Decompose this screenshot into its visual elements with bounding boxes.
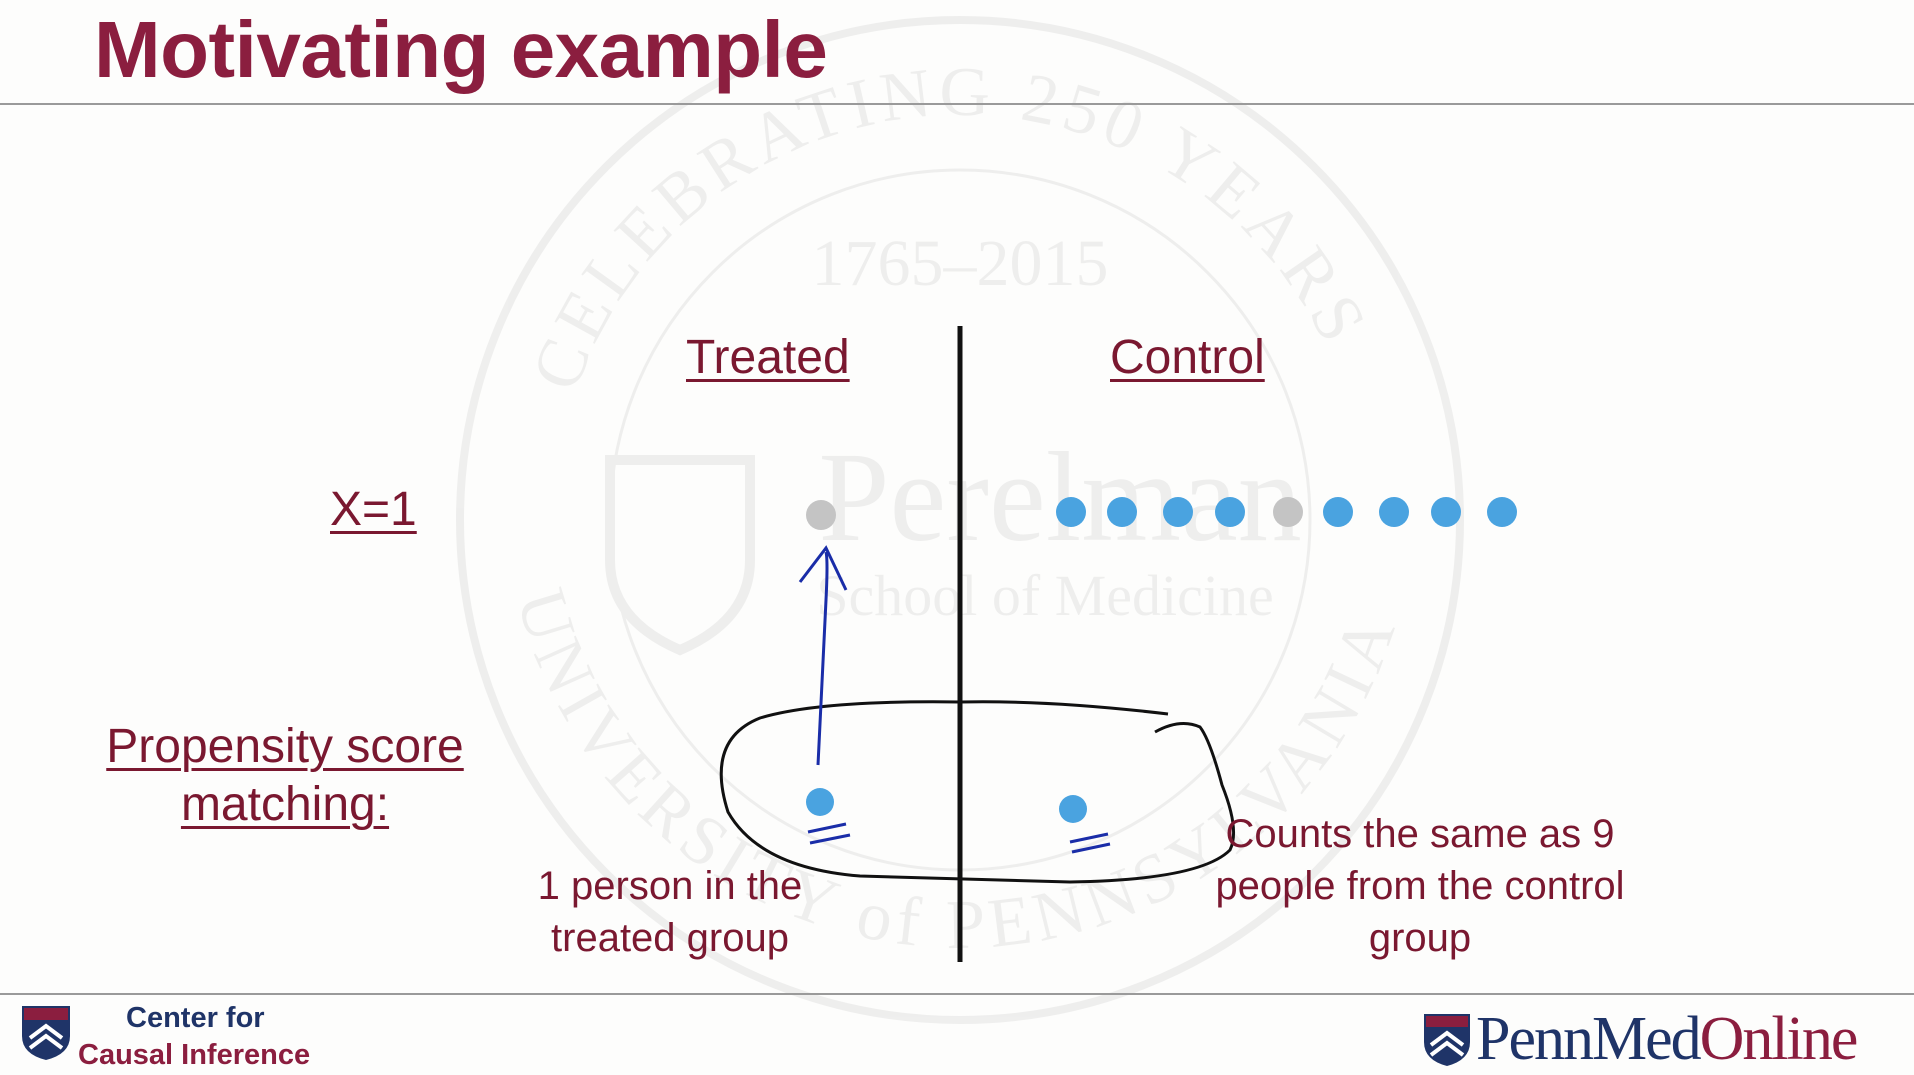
footer-divider [0,993,1914,995]
watermark-shield [605,455,755,656]
matched-pair-loop [719,700,1236,884]
pennmed-shield-icon [1424,1014,1470,1066]
footer-center-line1: Center for [126,1002,265,1034]
footer-center-line2: Causal Inference [78,1039,311,1071]
treated-point [806,500,836,530]
control-point [1487,497,1517,527]
treated-label: Treated [686,331,850,384]
control-note: Counts the same as 9 people from the con… [1215,812,1625,960]
control-point [1215,497,1245,527]
penn-shield-icon [22,1006,70,1060]
control-point [1273,497,1303,527]
control-point [1107,497,1137,527]
watermark-years: 1765–2015 [812,227,1109,300]
matched-control-point [1059,795,1087,823]
control-point [1323,497,1353,527]
matched-treated-point [806,788,834,816]
match-arrow [816,551,829,766]
footer-center-text: Center for Causal Inference [78,1000,310,1074]
control-points [1056,497,1517,527]
control-point [1163,497,1193,527]
equal-marks-control [1069,832,1111,854]
control-point [1056,497,1086,527]
logo-pennmed: PennMed [1476,1005,1702,1073]
propensity-score-label: Propensity score matching: [106,720,464,831]
watermark-school-sub: School of Medicine [816,563,1273,628]
match-arrowhead [798,545,848,591]
control-label: Control [1110,331,1265,384]
control-point [1431,497,1461,527]
watermark-school-name: Perelman [818,426,1301,568]
x-value-label: X=1 [330,483,417,536]
treated-points [806,500,836,530]
slide-title: Motivating example [94,5,828,94]
equal-marks-treated [807,822,851,845]
treated-note: 1 person in the treated group [537,864,803,960]
title-divider [0,103,1914,105]
pennmedonline-logo: PennMedOnline [1476,1004,1859,1075]
control-point [1379,497,1409,527]
logo-online: Online [1699,1005,1859,1073]
